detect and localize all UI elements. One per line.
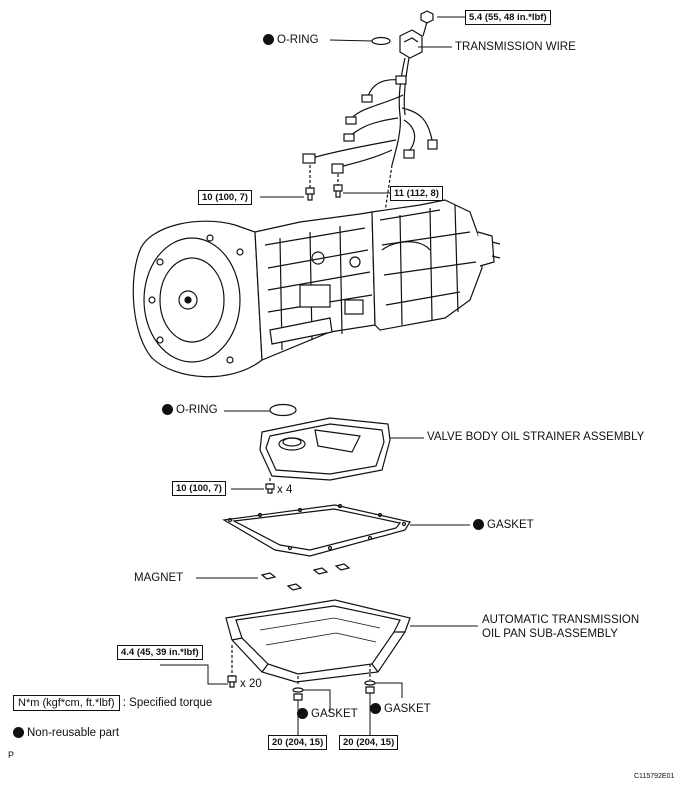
leaders-top <box>260 16 465 198</box>
corner-mark: P <box>8 750 15 760</box>
gasket-pan-drawing <box>222 503 470 557</box>
torque-strainer-bolt: 10 (100, 7) <box>172 481 226 496</box>
label-transmission-wire: TRANSMISSION WIRE <box>455 41 576 53</box>
non-reusable-icon <box>162 404 173 415</box>
label-o-ring-middle: O-RING <box>162 404 218 417</box>
legend-non-reusable: Non-reusable part <box>13 727 119 740</box>
magnet-drawing <box>196 563 351 591</box>
transmission-body-drawing <box>132 199 501 378</box>
non-reusable-icon <box>473 519 484 530</box>
non-reusable-icon <box>263 34 274 45</box>
label-gasket-drain-right: GASKET <box>370 703 431 716</box>
non-reusable-icon <box>13 727 24 738</box>
label-gasket-drain-left: GASKET <box>297 708 358 721</box>
oil-pan-drawing <box>160 599 478 735</box>
figure-id: C115792E01 <box>634 773 675 780</box>
torque-pan-bolt: 4.4 (45, 39 in.*lbf) <box>117 645 203 660</box>
transmission-wire-drawing <box>302 10 438 213</box>
o-ring-middle-drawing <box>224 403 297 417</box>
non-reusable-icon <box>370 703 381 714</box>
torque-drain-left: 20 (204, 15) <box>268 735 328 750</box>
non-reusable-icon <box>297 708 308 719</box>
torque-wire-bolt: 5.4 (55, 48 in.*lbf) <box>465 10 551 25</box>
label-magnet: MAGNET <box>134 572 184 584</box>
legend-torque-desc: : Specified torque <box>122 697 213 709</box>
torque-bolt-right: 11 (112, 8) <box>390 186 443 201</box>
label-oil-pan-line1: AUTOMATIC TRANSMISSION <box>482 614 640 626</box>
torque-bolt-left: 10 (100, 7) <box>198 190 252 205</box>
legend-torque-unit: N*m (kgf*cm, ft.*lbf) <box>13 695 120 711</box>
label-gasket-pan: GASKET <box>473 519 534 532</box>
label-o-ring-top: O-RING <box>263 34 319 47</box>
qty-pan-bolts: x 20 <box>240 678 262 690</box>
torque-drain-right: 20 (204, 15) <box>339 735 399 750</box>
qty-strainer-bolts: x 4 <box>277 484 293 496</box>
label-strainer: VALVE BODY OIL STRAINER ASSEMBLY <box>427 431 645 443</box>
strainer-drawing <box>231 417 424 494</box>
legend-torque: N*m (kgf*cm, ft.*lbf) : Specified torque <box>13 695 213 711</box>
label-oil-pan-line2: OIL PAN SUB-ASSEMBLY <box>482 628 618 640</box>
